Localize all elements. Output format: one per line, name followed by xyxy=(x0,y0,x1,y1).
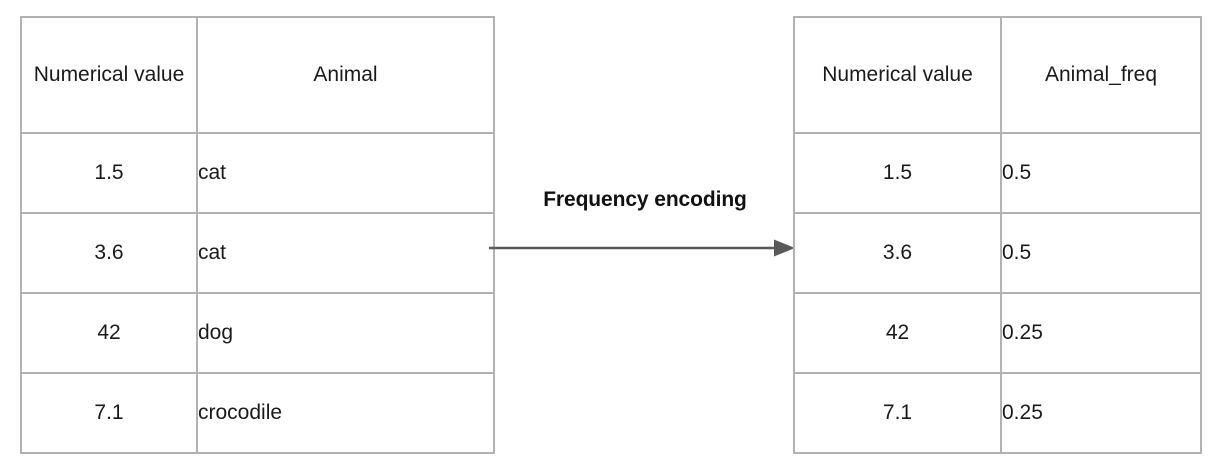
table-row: 1.5 0.5 xyxy=(793,132,1202,214)
column-header-numerical-value: Numerical value xyxy=(793,16,1002,134)
cell-numerical-value: 7.1 xyxy=(793,372,1002,454)
original-data-table: Numerical value Animal 1.5 cat 3.6 cat 4… xyxy=(20,16,495,454)
cell-animal-freq: 0.5 xyxy=(1000,212,1202,294)
cell-animal-freq: 0.25 xyxy=(1000,292,1202,374)
table-header-row: Numerical value Animal xyxy=(20,16,495,134)
column-header-animal-freq: Animal_freq xyxy=(1000,16,1202,134)
rightward-arrow-icon xyxy=(489,239,795,257)
table-row: 7.1 0.25 xyxy=(793,372,1202,454)
cell-animal: crocodile xyxy=(196,372,495,454)
cell-animal-freq: 0.5 xyxy=(1000,132,1202,214)
cell-animal: dog xyxy=(196,292,495,374)
cell-numerical-value: 42 xyxy=(20,292,198,374)
cell-numerical-value: 3.6 xyxy=(20,212,198,294)
cell-numerical-value: 42 xyxy=(793,292,1002,374)
cell-numerical-value: 3.6 xyxy=(793,212,1002,294)
table-row: 42 dog xyxy=(20,292,495,374)
cell-animal: cat xyxy=(196,212,495,294)
cell-animal: cat xyxy=(196,132,495,214)
table-row: 42 0.25 xyxy=(793,292,1202,374)
table-row: 3.6 0.5 xyxy=(793,212,1202,294)
cell-animal-freq: 0.25 xyxy=(1000,372,1202,454)
cell-numerical-value: 7.1 xyxy=(20,372,198,454)
frequency-encoded-table: Numerical value Animal_freq 1.5 0.5 3.6 … xyxy=(793,16,1202,454)
table-row: 7.1 crocodile xyxy=(20,372,495,454)
table-row: 1.5 cat xyxy=(20,132,495,214)
transformation-label: Frequency encoding xyxy=(543,188,747,211)
table-row: 3.6 cat xyxy=(20,212,495,294)
column-header-animal: Animal xyxy=(196,16,495,134)
cell-numerical-value: 1.5 xyxy=(20,132,198,214)
column-header-numerical-value: Numerical value xyxy=(20,16,198,134)
cell-numerical-value: 1.5 xyxy=(793,132,1002,214)
transformation-arrow-group: Frequency encoding xyxy=(486,188,804,264)
table-header-row: Numerical value Animal_freq xyxy=(793,16,1202,134)
